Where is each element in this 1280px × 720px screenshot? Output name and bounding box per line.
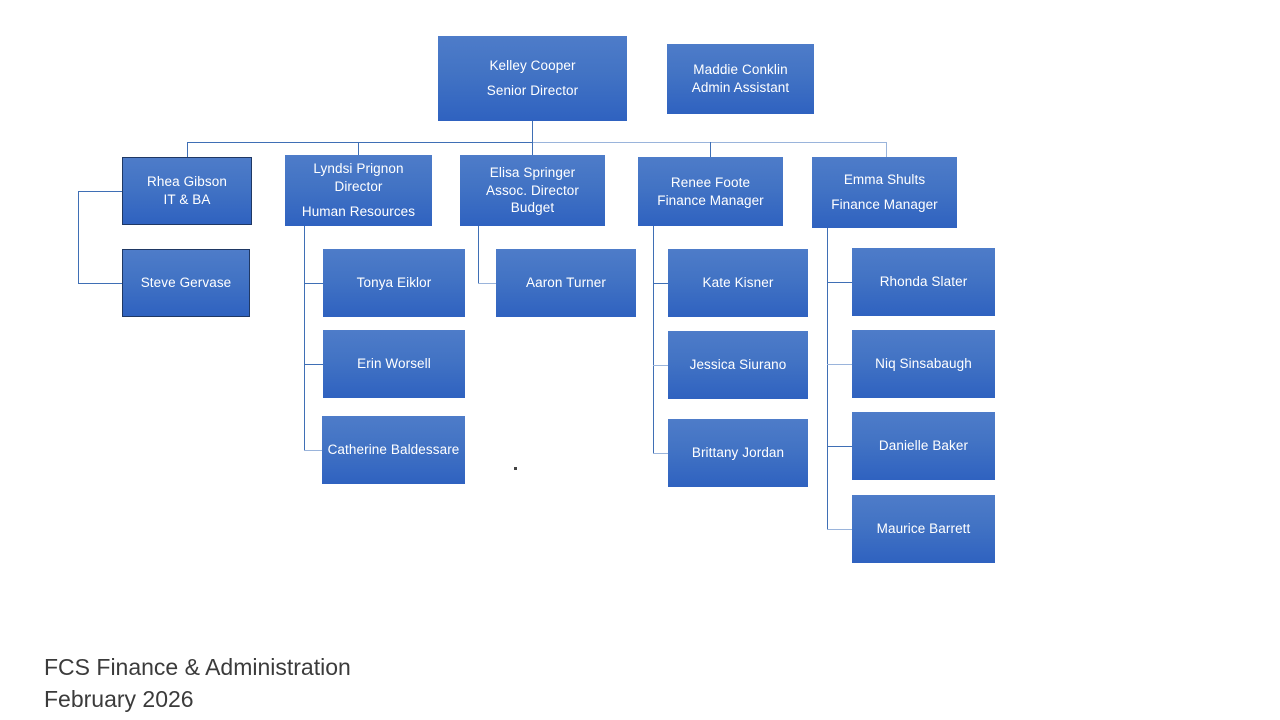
org-node-unit: Human Resources xyxy=(301,203,416,219)
connector-stub-rhonda-slater xyxy=(827,282,852,283)
connector-stub-aaron-turner xyxy=(478,283,496,284)
connector-stub-tonya-eiklor xyxy=(304,283,323,284)
connector-drop-rhea-gibson xyxy=(187,142,188,157)
org-node-catherine-baldessare[interactable]: Catherine Baldessare xyxy=(322,416,465,484)
connector-stub-maurice-barrett xyxy=(827,529,852,530)
org-node-title: Director xyxy=(334,179,383,195)
org-node-title: Finance Manager xyxy=(657,192,764,208)
org-node-name: Niq Sinsabaugh xyxy=(875,356,972,372)
org-node-elisa-springer[interactable]: Elisa Springer Assoc. Director Budget xyxy=(460,155,605,226)
org-node-name: Elisa Springer xyxy=(489,164,576,180)
org-node-name: Maurice Barrett xyxy=(876,521,971,537)
connector-root-drop xyxy=(532,120,533,143)
org-node-steve-gervase[interactable]: Steve Gervase xyxy=(122,249,250,317)
org-node-name: Emma Shults xyxy=(843,172,926,188)
org-node-name: Aaron Turner xyxy=(526,275,606,291)
connector-drop-emma-shults xyxy=(886,142,887,157)
connector-spine-elisa-springer xyxy=(478,226,479,283)
stray-dot-artifact xyxy=(514,467,517,470)
connector-spine-lyndsi-prignon xyxy=(304,226,305,450)
org-node-name: Catherine Baldessare xyxy=(327,442,460,458)
org-node-brittany-jordan[interactable]: Brittany Jordan xyxy=(668,419,808,487)
connector-bus-left xyxy=(187,142,533,143)
org-node-title: Finance Manager xyxy=(831,197,938,212)
org-node-name: Rhonda Slater xyxy=(879,274,968,290)
chart-caption: FCS Finance & Administration February 20… xyxy=(44,654,351,712)
connector-stub-rhea-gibson xyxy=(78,191,123,192)
org-node-name: Renee Foote xyxy=(670,174,751,190)
connector-stub-jessica-siurano xyxy=(653,365,668,366)
org-node-lyndsi-prignon[interactable]: Lyndsi Prignon Director Human Resources xyxy=(285,155,432,226)
org-node-name: Kate Kisner xyxy=(702,275,774,291)
connector-stub-catherine-baldessare xyxy=(304,450,323,451)
connector-stub-niq-sinsabaugh xyxy=(827,364,852,365)
org-node-name: Tonya Eiklor xyxy=(356,275,432,291)
org-node-danielle-baker[interactable]: Danielle Baker xyxy=(852,412,995,480)
org-node-maddie-conklin[interactable]: Maddie Conklin Admin Assistant xyxy=(667,44,814,114)
org-node-name: Lyndsi Prignon xyxy=(313,161,404,177)
org-node-renee-foote[interactable]: Renee Foote Finance Manager xyxy=(638,157,783,226)
org-node-name: Rhea Gibson xyxy=(147,174,227,190)
connector-spine-rhea-gibson xyxy=(78,191,79,283)
connector-drop-elisa-springer xyxy=(532,142,533,157)
org-node-name: Jessica Siurano xyxy=(689,357,787,373)
org-node-niq-sinsabaugh[interactable]: Niq Sinsabaugh xyxy=(852,330,995,398)
connector-spine-emma-shults xyxy=(827,228,828,529)
connector-bus-right xyxy=(532,142,887,143)
org-node-unit: Budget xyxy=(510,200,555,216)
connector-stub-erin-worsell xyxy=(304,364,323,365)
connector-stub-kate-kisner xyxy=(653,283,668,284)
org-node-name: Maddie Conklin xyxy=(693,62,788,78)
org-node-erin-worsell[interactable]: Erin Worsell xyxy=(323,330,465,398)
org-node-name: Steve Gervase xyxy=(140,275,232,291)
org-node-title: IT & BA xyxy=(163,192,211,207)
org-node-title: Senior Director xyxy=(486,83,579,98)
org-node-rhea-gibson[interactable]: Rhea Gibson IT & BA xyxy=(122,157,252,225)
org-node-kelley-cooper[interactable]: Kelley Cooper Senior Director xyxy=(438,36,627,121)
org-node-name: Erin Worsell xyxy=(357,356,431,372)
org-node-title: Admin Assistant xyxy=(691,80,790,95)
connector-stub-steve-gervase xyxy=(78,283,123,284)
org-node-maurice-barrett[interactable]: Maurice Barrett xyxy=(852,495,995,563)
org-node-kate-kisner[interactable]: Kate Kisner xyxy=(668,249,808,317)
connector-stub-brittany-jordan xyxy=(653,453,668,454)
connector-stub-danielle-baker xyxy=(827,446,852,447)
org-node-jessica-siurano[interactable]: Jessica Siurano xyxy=(668,331,808,399)
org-node-emma-shults[interactable]: Emma Shults Finance Manager xyxy=(812,157,957,228)
org-node-rhonda-slater[interactable]: Rhonda Slater xyxy=(852,248,995,316)
connector-drop-renee-foote xyxy=(710,142,711,157)
org-node-name: Kelley Cooper xyxy=(489,58,576,74)
org-node-title: Assoc. Director xyxy=(485,182,580,198)
org-node-name: Danielle Baker xyxy=(878,438,969,454)
org-node-name: Brittany Jordan xyxy=(691,445,785,461)
connector-spine-renee-foote xyxy=(653,226,654,453)
org-node-aaron-turner[interactable]: Aaron Turner xyxy=(496,249,636,317)
org-node-tonya-eiklor[interactable]: Tonya Eiklor xyxy=(323,249,465,317)
connector-drop-lyndsi-prignon xyxy=(358,142,359,157)
